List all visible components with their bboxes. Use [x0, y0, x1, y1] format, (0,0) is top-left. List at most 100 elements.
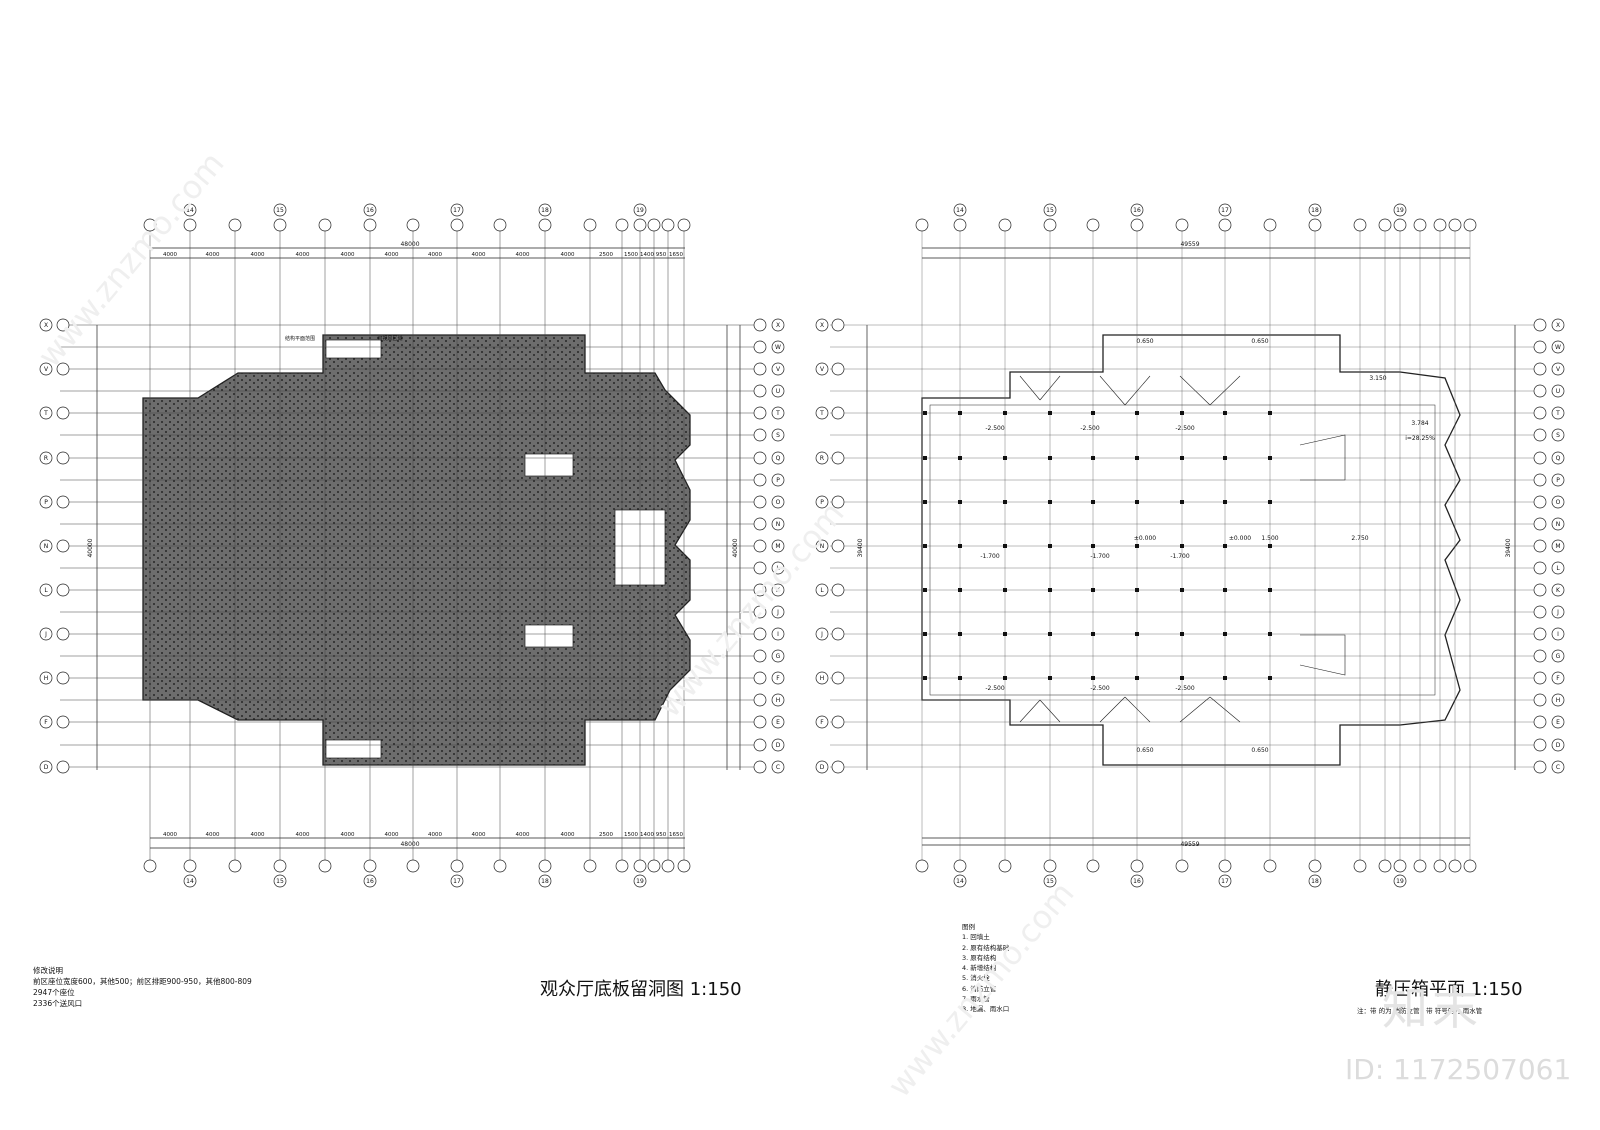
dimension-label: 2500 — [599, 252, 613, 258]
level-label: -2.500 — [1175, 425, 1195, 432]
column-mark — [1091, 544, 1095, 548]
axis-bubble — [1263, 859, 1277, 873]
axis-bubble — [1551, 539, 1565, 553]
axis-label: J — [776, 609, 779, 616]
axis-label: N — [44, 543, 49, 550]
axis-bubble — [1308, 218, 1322, 232]
axis-bubble — [583, 859, 597, 873]
column-mark — [1135, 676, 1139, 680]
level-label: -2.500 — [985, 425, 1005, 432]
axis-bubble — [1551, 671, 1565, 685]
column-mark — [1091, 588, 1095, 592]
axis-bubble — [815, 318, 829, 332]
axis-bubble — [39, 495, 53, 509]
axis-bubble — [1551, 715, 1565, 729]
axis-label: F — [1556, 675, 1560, 682]
axis-bubble — [56, 760, 70, 774]
axis-bubble — [1043, 203, 1057, 217]
column-mark — [1048, 588, 1052, 592]
axis-bubble — [1533, 340, 1547, 354]
axis-bubble — [1551, 605, 1565, 619]
axis-bubble — [1043, 859, 1057, 873]
axis-bubble — [753, 451, 767, 465]
axis-bubble — [1551, 428, 1565, 442]
column-mark — [923, 411, 927, 415]
axis-label: 15 — [1046, 878, 1054, 885]
axis-bubble — [39, 318, 53, 332]
axis-label: D — [820, 764, 825, 771]
axis-label: M — [775, 543, 780, 550]
axis-label: 17 — [1221, 207, 1229, 214]
column-mark — [1003, 632, 1007, 636]
axis-label: H — [776, 697, 781, 704]
axis-bubble — [56, 495, 70, 509]
axis-bubble — [56, 583, 70, 597]
axis-bubble — [1551, 583, 1565, 597]
column-mark — [1003, 411, 1007, 415]
axis-bubble — [771, 495, 785, 509]
axis-bubble — [1551, 495, 1565, 509]
axis-bubble — [183, 218, 197, 232]
axis-bubble — [953, 874, 967, 888]
column-mark — [1091, 500, 1095, 504]
axis-bubble — [56, 406, 70, 420]
axis-bubble — [771, 693, 785, 707]
dimension-label: 4000 — [206, 832, 220, 838]
axis-label: 16 — [366, 207, 374, 214]
column-mark — [1135, 411, 1139, 415]
column-mark — [1268, 588, 1272, 592]
axis-label: P — [776, 477, 780, 484]
notes-line-2: 2947个座位 — [33, 988, 75, 997]
column-mark — [1003, 456, 1007, 460]
axis-label: 19 — [636, 878, 644, 885]
axis-bubble — [56, 362, 70, 376]
axis-bubble — [815, 362, 829, 376]
column-mark — [923, 500, 927, 504]
axis-bubble — [1551, 318, 1565, 332]
side-dimension: 39400 — [857, 538, 864, 557]
column-mark — [1268, 632, 1272, 636]
axis-bubble — [1551, 760, 1565, 774]
dimension-label: 4000 — [341, 832, 355, 838]
axis-bubble — [771, 760, 785, 774]
column-mark — [1180, 411, 1184, 415]
axis-bubble — [1218, 203, 1232, 217]
axis-bubble — [1551, 738, 1565, 752]
axis-bubble — [273, 203, 287, 217]
axis-bubble — [753, 517, 767, 531]
axis-bubble — [1263, 218, 1277, 232]
axis-label: 14 — [956, 878, 964, 885]
axis-bubble — [771, 583, 785, 597]
axis-bubble — [953, 203, 967, 217]
axis-bubble — [815, 671, 829, 685]
axis-bubble — [39, 627, 53, 641]
legend-item: 7. 雨水管 — [962, 995, 990, 1004]
column-mark — [1268, 544, 1272, 548]
axis-bubble — [450, 874, 464, 888]
axis-label: 15 — [276, 878, 284, 885]
axis-label: 18 — [541, 207, 549, 214]
axis-bubble — [1551, 362, 1565, 376]
axis-label: 19 — [1396, 207, 1404, 214]
dimension-label: 1500 — [624, 252, 638, 258]
dimension-label: 4000 — [251, 832, 265, 838]
axis-label: I — [777, 631, 779, 638]
axis-bubble — [771, 451, 785, 465]
column-mark — [958, 676, 962, 680]
axis-bubble — [406, 218, 420, 232]
legend-item: 5. 消火栓 — [962, 974, 990, 983]
axis-bubble — [1533, 693, 1547, 707]
axis-bubble — [363, 859, 377, 873]
axis-bubble — [39, 583, 53, 597]
level-label: 2.750 — [1351, 535, 1368, 542]
column-mark — [923, 632, 927, 636]
axis-label: V — [44, 366, 49, 373]
column-mark — [923, 544, 927, 548]
column-mark — [958, 544, 962, 548]
level-label: ±0.000 — [1134, 535, 1156, 542]
column-mark — [1135, 632, 1139, 636]
axis-bubble — [1433, 859, 1447, 873]
axis-bubble — [1175, 859, 1189, 873]
legend-item: 8. 地漏、雨水口 — [962, 1005, 1010, 1014]
axis-bubble — [753, 583, 767, 597]
